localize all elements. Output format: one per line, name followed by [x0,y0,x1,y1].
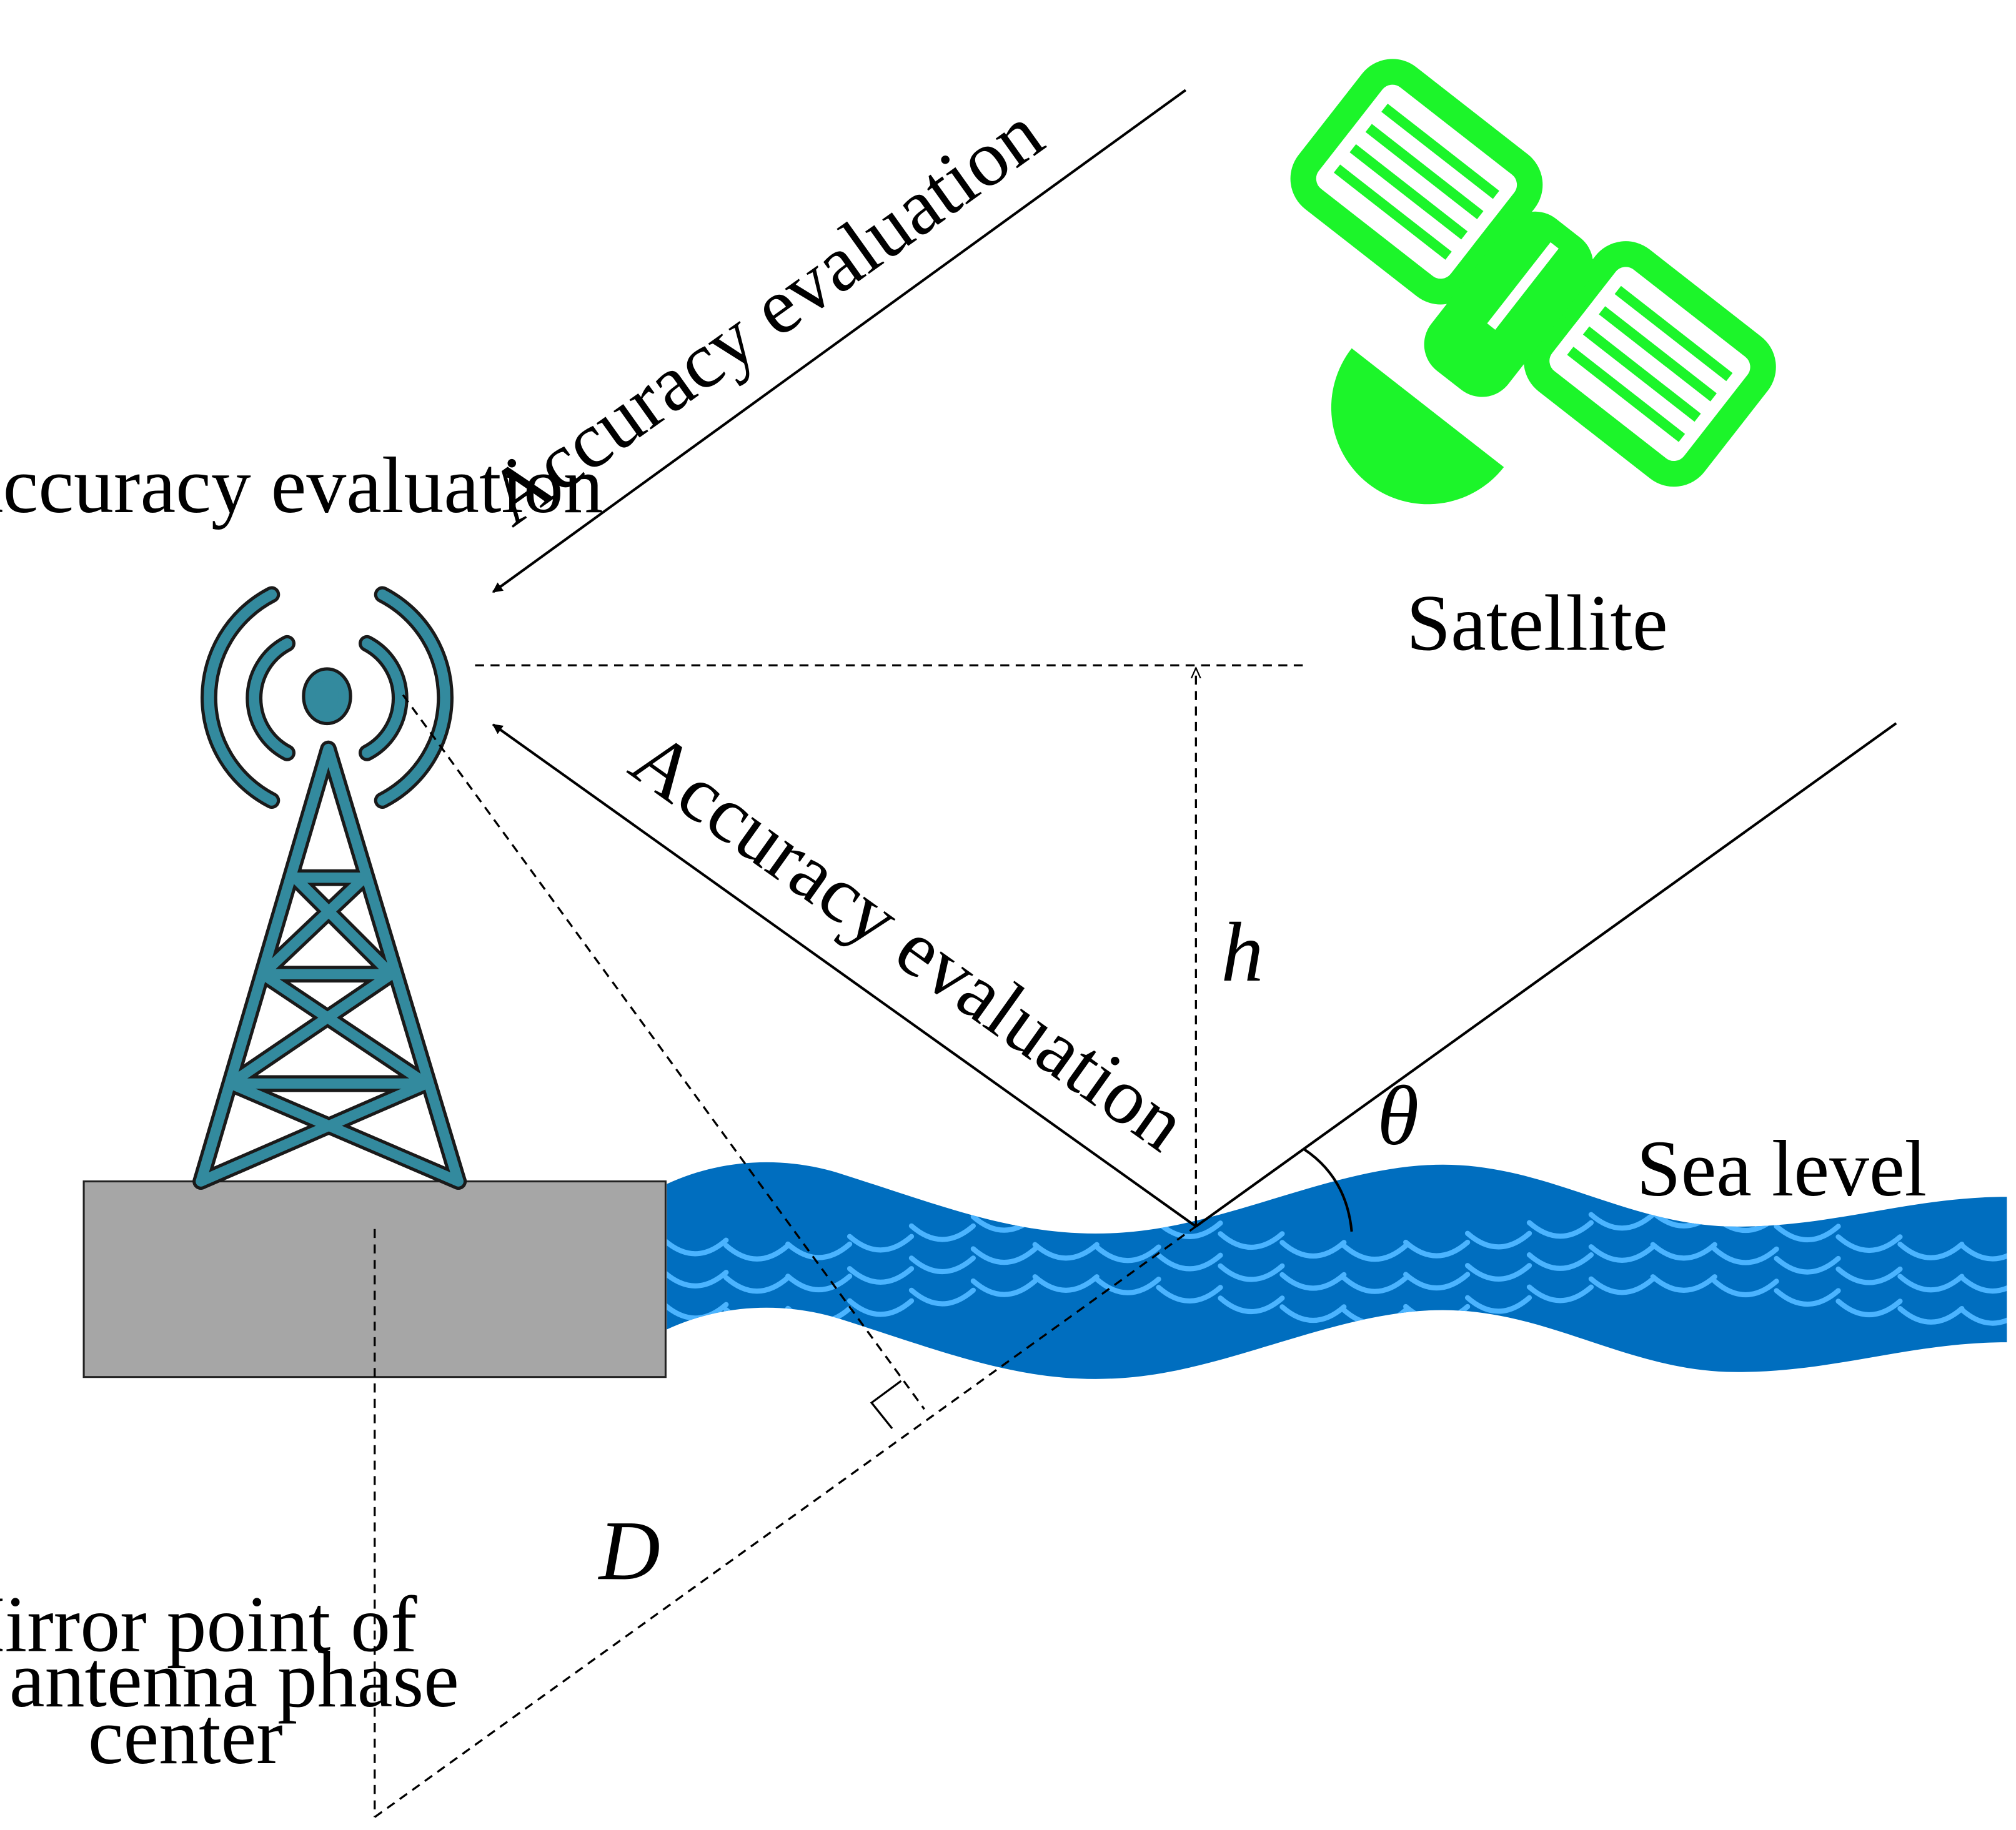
mirror-point-line: center [88,1692,283,1781]
satellite-icon [1290,59,1776,505]
height-symbol: h [1221,906,1264,999]
wave-line [667,1242,2007,1294]
perpendicular-dashed [402,694,925,1410]
angle-arc [1303,1148,1353,1232]
satellite-label: Satellite [1406,579,1668,668]
direct-signal-arrow [492,89,1187,593]
sea-level-label: Sea level [1637,1124,1927,1213]
radio-tower-fill [196,589,464,1187]
sea-shape [667,1162,2007,1379]
satellite-dish [1331,348,1504,505]
mirror-point-line: Mirror point of [0,1580,417,1669]
mirror-point-line: the antenna phase [0,1635,459,1724]
direct-path-label: Accuracy evaluation [471,88,1058,542]
distance-symbol: D [598,1504,660,1598]
mirror-path-dashed [374,1225,1197,1818]
reflected-path-label: Accuracy evaluation [615,714,1203,1168]
reflected-signal-arrow [492,723,1197,1228]
mirror-point-label: Mirror point of the antenna phase center [0,1580,479,1781]
tower-top-label: Accuracy evaluation [0,441,603,530]
angle-symbol: θ [1377,1069,1419,1163]
right-angle-marker [870,1380,902,1430]
incident-ray [1195,722,1897,1228]
